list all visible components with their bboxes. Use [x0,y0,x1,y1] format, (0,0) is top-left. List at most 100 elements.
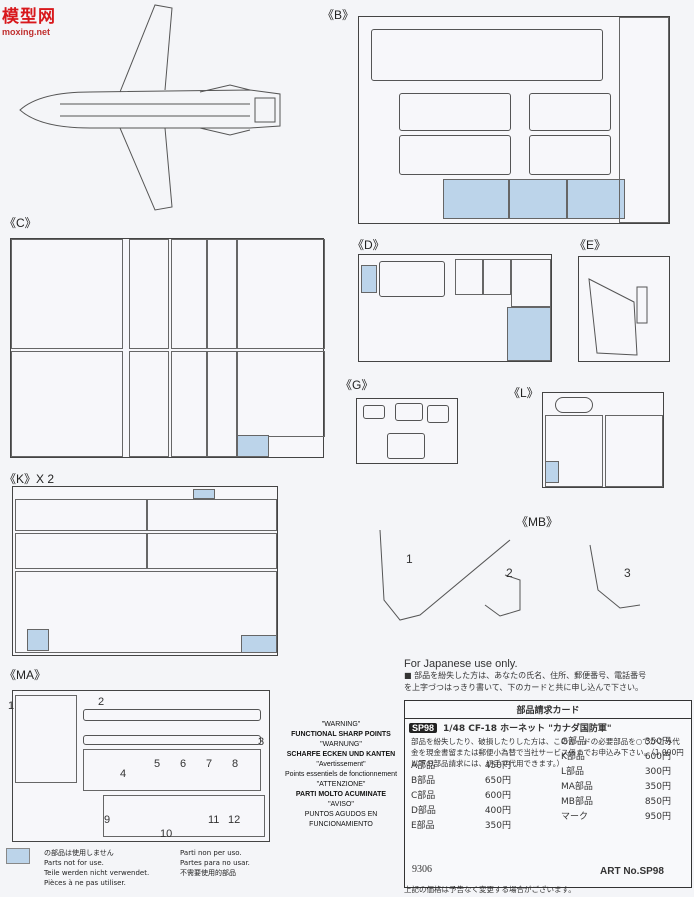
legend-it: Parti non per uso. [180,849,242,857]
ma-num-5: 5 [154,758,161,770]
lot-number: 9306 [412,864,432,875]
part-c-tail-upper [237,239,325,349]
warning-l9: "AVISO" [328,801,354,808]
price-change-notice: 上記の価格は予告なく変更する場合がございます。 [404,885,576,894]
part-d-seat [379,261,445,297]
warning-block: "WARNING" FUNCTIONAL SHARP POINTS "WARNU… [276,720,406,830]
part-c-tail-lower [237,351,325,437]
sprue-c [10,238,325,458]
mb-num-1: 1 [406,552,413,566]
legend-fr: Pièces à ne pas utiliser. [44,879,126,887]
site-logo: 模型网 moxing.net [2,2,72,42]
sheet-ma-label: 《MA》 [4,668,47,682]
part-g-1 [363,405,385,419]
sheet-e-label: 《E》 [574,238,607,252]
legend-de: Teile werden nicht verwendet. [44,869,150,877]
part-d-box-1 [455,259,483,295]
sheet-c-label: 《C》 [4,216,37,230]
ma-num-11: 11 [208,814,220,826]
order-intro-jp2: を上字づつはっきり書いて、下のカードと共に申し込んで下さい。 [404,683,643,692]
mb-landing-gear-drawing [379,529,641,621]
part-l-canopy-large [605,415,663,487]
legend-cn: 不需要使用的部品 [180,869,236,877]
ma-num-1: 1 [8,700,15,712]
part-b-fuselage-lower-1 [399,93,511,131]
warning-l7: "ATTENZIONE" [316,781,366,788]
ma-num-4: 4 [120,768,127,780]
part-c-column-2 [171,239,207,349]
order-intro: For Japanese use only. ■ 部品を紛失した方は、あなたの氏… [404,658,692,694]
legend-jp: の部品は使用しません [44,849,114,857]
part-l-16-highlight [545,461,559,483]
part-b-21-highlight [509,179,567,219]
warning-l1: "WARNING" [321,721,361,728]
legend-es: Partes para no usar. [180,859,250,867]
ma-num-7: 7 [206,758,213,770]
legend-swatch [6,848,30,864]
warning-l3: "WARNUNG" [320,741,362,748]
part-b-side-column [619,17,669,223]
part-c-28-highlight [237,435,269,457]
art-number: ART No.SP98 [600,866,664,877]
part-k-tank-2 [147,499,277,531]
sprue-d [358,254,552,362]
legend-en: Parts not for use. [44,859,104,867]
warning-l8: PARTI MOLTO ACUMINATE [295,791,387,798]
part-d-box-2 [483,259,511,295]
ma-num-12: 12 [228,814,241,826]
logo-text: 模型网 [2,7,56,27]
sprue-b [358,16,670,224]
sheet-mb-label: 《MB》 [516,515,559,529]
part-d-1-highlight [361,265,377,293]
part-k-28-highlight [241,635,277,653]
fuselage-plan-drawing [19,4,281,211]
warning-l10: PUNTOS AGUDOS EN FUNCIONAMIENTO [304,811,378,828]
order-intro-jp1: ■ 部品を紛失した方は、あなたの氏名、住所、郵便番号、電話番号 [404,671,647,680]
part-c-column-5 [171,351,207,457]
warning-l4: SCHARFE ECKEN UND KANTEN [286,751,396,758]
ma-num-6: 6 [180,758,187,770]
part-e-tail-fin [588,278,648,356]
part-k-row-lower [15,571,277,653]
part-ma-3-rod [83,735,261,745]
sheet-l-label: 《L》 [508,386,539,400]
sheet-b-label: 《B》 [322,8,355,22]
part-k-12-highlight [27,629,49,651]
part-l-grid [545,415,603,487]
part-ma-bottom-row [103,795,265,837]
part-c-strip-1 [11,351,123,457]
part-ma-2-rod [83,709,261,721]
part-b-fuselage-lower-2 [529,93,611,131]
sprue-k [12,486,278,656]
order-intro-en: For Japanese use only. [404,658,518,670]
sheet-d-label: 《D》 [352,238,385,252]
warning-l6: Points essentiels de fonctionnement [284,771,398,778]
order-card-product: 1/48 CF-18 ホーネット "カナダ国防軍" [443,724,612,734]
order-card-title: 部品請求カード [405,701,691,719]
part-k-33-highlight [193,489,215,499]
legend-col-2: Parti non per uso. Partes para no usar. … [180,848,300,878]
part-l-canopy [555,397,593,413]
mb-num-3: 3 [624,566,631,580]
order-card-code: SP98 [409,722,438,733]
sprue-ma [12,690,270,842]
legend-col-1: の部品は使用しません Parts not for use. Teile werd… [44,848,184,888]
ma-num-9: 9 [104,814,111,826]
ma-num-2: 2 [98,696,105,708]
warning-l5: "Avertissement" [316,761,366,768]
part-b-20-highlight [443,179,509,219]
warning-l2: FUNCTIONAL SHARP POINTS [291,731,391,738]
ma-num-8: 8 [232,758,239,770]
sprue-g [356,398,458,464]
ma-num-3: 3 [258,736,265,748]
part-c-column-4 [129,351,169,457]
order-card-body: 部品を紛失したり、破損したりした方は、このカードの必要部品を○でかこみ代金を現金… [411,737,684,768]
